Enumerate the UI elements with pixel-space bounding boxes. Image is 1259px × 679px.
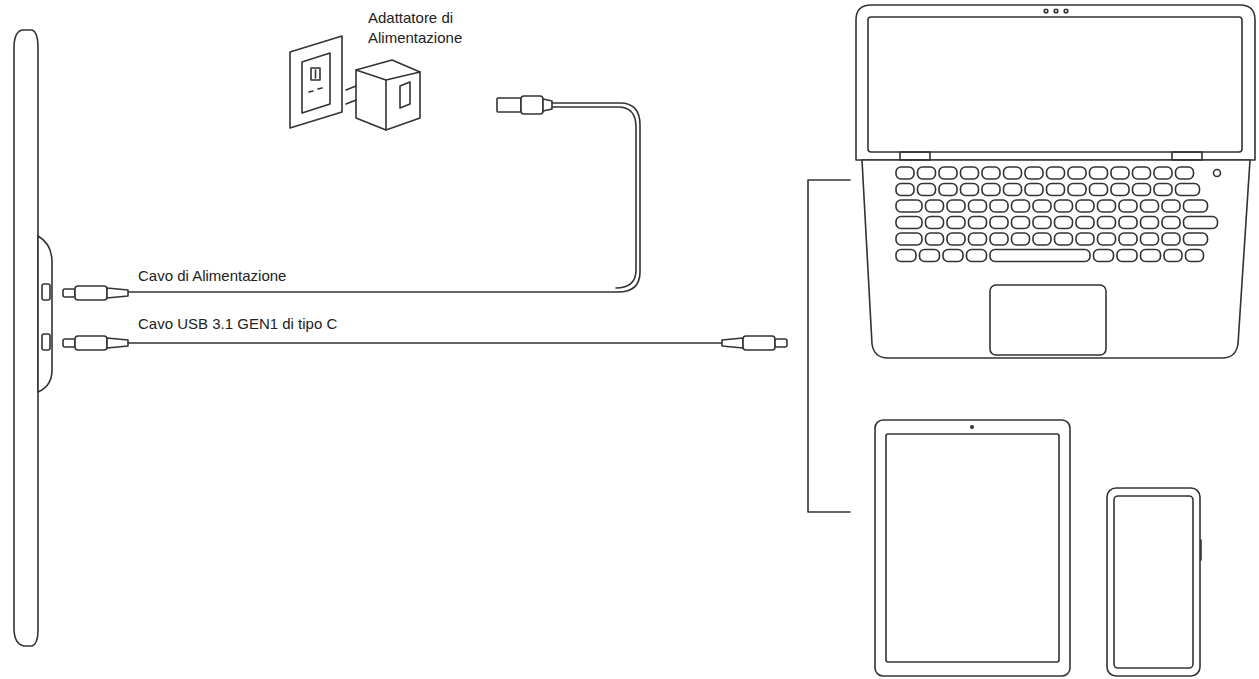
key bbox=[896, 167, 914, 179]
key bbox=[969, 233, 987, 245]
key bbox=[1090, 167, 1108, 179]
key bbox=[896, 217, 922, 229]
key bbox=[1068, 184, 1086, 196]
key bbox=[918, 167, 936, 179]
key bbox=[896, 184, 914, 196]
key bbox=[1117, 250, 1137, 262]
key bbox=[1133, 167, 1151, 179]
usb-c-cable bbox=[63, 336, 787, 350]
key bbox=[982, 167, 1000, 179]
key bbox=[1176, 167, 1194, 179]
key bbox=[1162, 217, 1180, 229]
key bbox=[1119, 233, 1137, 245]
key bbox=[896, 250, 916, 262]
key bbox=[1068, 167, 1086, 179]
key bbox=[926, 200, 944, 212]
key bbox=[926, 233, 944, 245]
key bbox=[947, 233, 965, 245]
key bbox=[1119, 217, 1137, 229]
key bbox=[1004, 167, 1022, 179]
key bbox=[1141, 200, 1159, 212]
key bbox=[1098, 217, 1116, 229]
key bbox=[1055, 233, 1073, 245]
power-cable bbox=[63, 96, 640, 300]
key bbox=[1033, 233, 1051, 245]
key bbox=[1164, 250, 1182, 262]
key bbox=[1111, 184, 1129, 196]
key bbox=[920, 250, 940, 262]
part-label: Cavo di Alimentazione bbox=[138, 266, 286, 286]
bracket bbox=[808, 180, 850, 512]
key bbox=[1098, 200, 1116, 212]
key bbox=[967, 250, 987, 262]
key bbox=[947, 217, 965, 229]
key bbox=[1076, 217, 1094, 229]
key bbox=[939, 184, 957, 196]
power-adapter bbox=[346, 60, 420, 130]
key bbox=[1184, 217, 1218, 229]
key bbox=[961, 167, 979, 179]
display-side bbox=[14, 30, 52, 646]
key bbox=[1141, 250, 1161, 262]
key bbox=[1162, 233, 1180, 245]
key bbox=[990, 200, 1008, 212]
key bbox=[1076, 233, 1094, 245]
key bbox=[1055, 217, 1073, 229]
part-label: Adattatore di Alimentazione bbox=[368, 8, 476, 48]
key bbox=[918, 184, 936, 196]
key bbox=[1047, 167, 1065, 179]
key bbox=[990, 250, 1090, 262]
key bbox=[982, 184, 1000, 196]
part-label: Cavo USB 3.1 GEN1 di tipo C bbox=[138, 314, 337, 334]
key bbox=[1133, 184, 1151, 196]
key bbox=[1098, 233, 1116, 245]
key bbox=[990, 233, 1008, 245]
key bbox=[1012, 200, 1030, 212]
key bbox=[1111, 167, 1129, 179]
key bbox=[1090, 184, 1108, 196]
key bbox=[1055, 200, 1073, 212]
key bbox=[1047, 184, 1065, 196]
key bbox=[1176, 184, 1200, 196]
laptop bbox=[856, 5, 1255, 358]
tablet bbox=[875, 420, 1070, 676]
key bbox=[1184, 200, 1208, 212]
key bbox=[1154, 167, 1172, 179]
key bbox=[990, 217, 1008, 229]
phone bbox=[1107, 488, 1201, 676]
key bbox=[1154, 184, 1172, 196]
key bbox=[896, 233, 922, 245]
key bbox=[943, 250, 963, 262]
key bbox=[1094, 250, 1114, 262]
key bbox=[939, 167, 957, 179]
key bbox=[1012, 233, 1030, 245]
key bbox=[1141, 217, 1159, 229]
key bbox=[969, 217, 987, 229]
key bbox=[1076, 200, 1094, 212]
key bbox=[1186, 250, 1204, 262]
key bbox=[1025, 167, 1043, 179]
wall-socket bbox=[290, 36, 342, 128]
key bbox=[1119, 200, 1137, 212]
key bbox=[926, 217, 944, 229]
key bbox=[1033, 200, 1051, 212]
key bbox=[1162, 200, 1180, 212]
key bbox=[896, 200, 922, 212]
key bbox=[1033, 217, 1051, 229]
key bbox=[961, 184, 979, 196]
key bbox=[1184, 233, 1208, 245]
key bbox=[1012, 217, 1030, 229]
key bbox=[1025, 184, 1043, 196]
key bbox=[947, 200, 965, 212]
key bbox=[969, 200, 987, 212]
key bbox=[1004, 184, 1022, 196]
key bbox=[1141, 233, 1159, 245]
